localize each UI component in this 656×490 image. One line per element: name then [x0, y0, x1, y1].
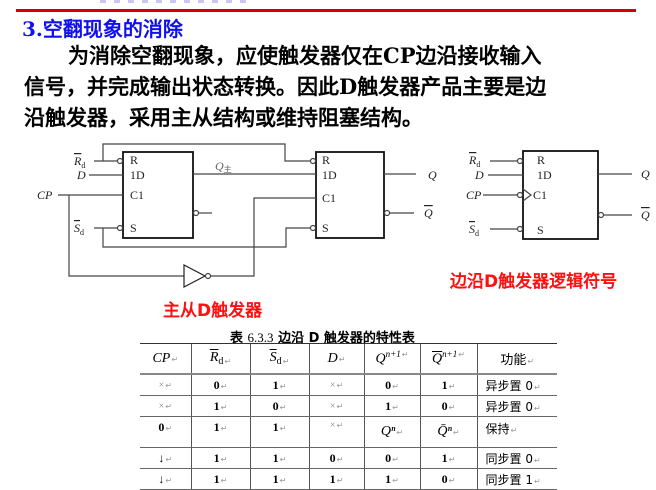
- header-q-next: Qn+1: [363, 343, 420, 375]
- edge-d-flip-flop-symbol: [483, 150, 632, 240]
- cp-label: CP: [37, 188, 53, 202]
- characteristic-table: CP Rd Sd D Qn+1 Qn+1 功能 × 0 1 × 0 1 异步置 …: [140, 343, 557, 490]
- title-divider-line: [16, 9, 636, 12]
- previous-slide-text-fragment: [100, 0, 250, 3]
- svg-text:C1: C1: [533, 188, 547, 202]
- header-rd: Rd: [190, 343, 250, 375]
- paragraph-line-2: 信号，并完成输出状态转换。因此D触发器产品主要是边: [24, 74, 547, 99]
- svg-text:CP: CP: [466, 188, 482, 202]
- header-function: 功能: [476, 343, 557, 375]
- table-row: 0 1 1 × Qⁿ Q̄ⁿ 保持: [140, 416, 557, 448]
- header-qbar-next: Qn+1: [419, 343, 477, 375]
- section-title: 3.空翻现象的消除: [22, 17, 183, 41]
- svg-text:C1: C1: [130, 188, 144, 202]
- table-row: × 0 1 × 0 1 异步置 0: [140, 373, 557, 396]
- table-title: 表 6.3.3 边沿 D 触发器的特性表: [230, 330, 415, 346]
- sd-label: Sd: [74, 221, 84, 237]
- table-header-row: CP Rd Sd D Qn+1 Qn+1 功能: [140, 343, 557, 375]
- header-sd: Sd: [249, 343, 309, 375]
- svg-text:Q: Q: [641, 208, 650, 222]
- table-row: × 1 0 × 1 0 异步置 0: [140, 395, 557, 417]
- paragraph-line-3: 沿触发器，采用主从结构或维持阻塞结构。: [24, 105, 423, 130]
- svg-text:1D: 1D: [537, 168, 552, 182]
- svg-text:Sd: Sd: [469, 222, 479, 238]
- svg-text:1D: 1D: [130, 168, 145, 182]
- svg-text:D: D: [474, 168, 484, 182]
- svg-text:S: S: [537, 223, 544, 237]
- d-label: D: [76, 168, 86, 182]
- svg-text:S: S: [130, 221, 137, 235]
- q-master-label: Q主: [215, 159, 232, 174]
- edge-symbol-labels: Rd D CP Sd R 1D C1 S Q Q: [466, 153, 650, 238]
- flip-flop-diagrams: Rd D CP Sd R 1D C1 S Q主 R 1D C1 S Q Q Rd…: [37, 143, 650, 288]
- svg-text:Q: Q: [641, 167, 650, 181]
- header-d: D: [308, 343, 364, 375]
- svg-text:R: R: [537, 153, 545, 167]
- table-row: ↓ 1 1 0 0 1 同步置 0: [140, 447, 557, 469]
- svg-text:R: R: [322, 153, 330, 167]
- svg-text:C1: C1: [322, 191, 336, 205]
- rd-label: Rd: [73, 154, 85, 170]
- explanation-paragraph: 为消除空翻现象，应使触发器仅在CP边沿接收输入 信号，并完成输出状态转换。因此D…: [24, 40, 634, 133]
- svg-text:Rd: Rd: [468, 153, 480, 169]
- master-slave-labels: Rd D CP Sd R 1D C1 S Q主 R 1D C1 S Q Q: [37, 153, 437, 237]
- header-cp: CP: [140, 343, 191, 375]
- edge-symbol-caption: 边沿D触发器逻辑符号: [450, 272, 618, 292]
- svg-text:1D: 1D: [322, 168, 337, 182]
- qbar-output-label: Q: [424, 206, 433, 220]
- paragraph-line-1: 为消除空翻现象，应使触发器仅在CP边沿接收输入: [68, 43, 542, 68]
- master-slave-d-flip-flop-diagram: [58, 143, 416, 288]
- q-output-label: Q: [428, 168, 437, 182]
- table-row: ↓ 1 1 1 1 0 同步置 1: [140, 468, 557, 490]
- master-slave-caption: 主从D触发器: [163, 301, 263, 321]
- svg-text:S: S: [322, 221, 329, 235]
- svg-text:R: R: [130, 153, 138, 167]
